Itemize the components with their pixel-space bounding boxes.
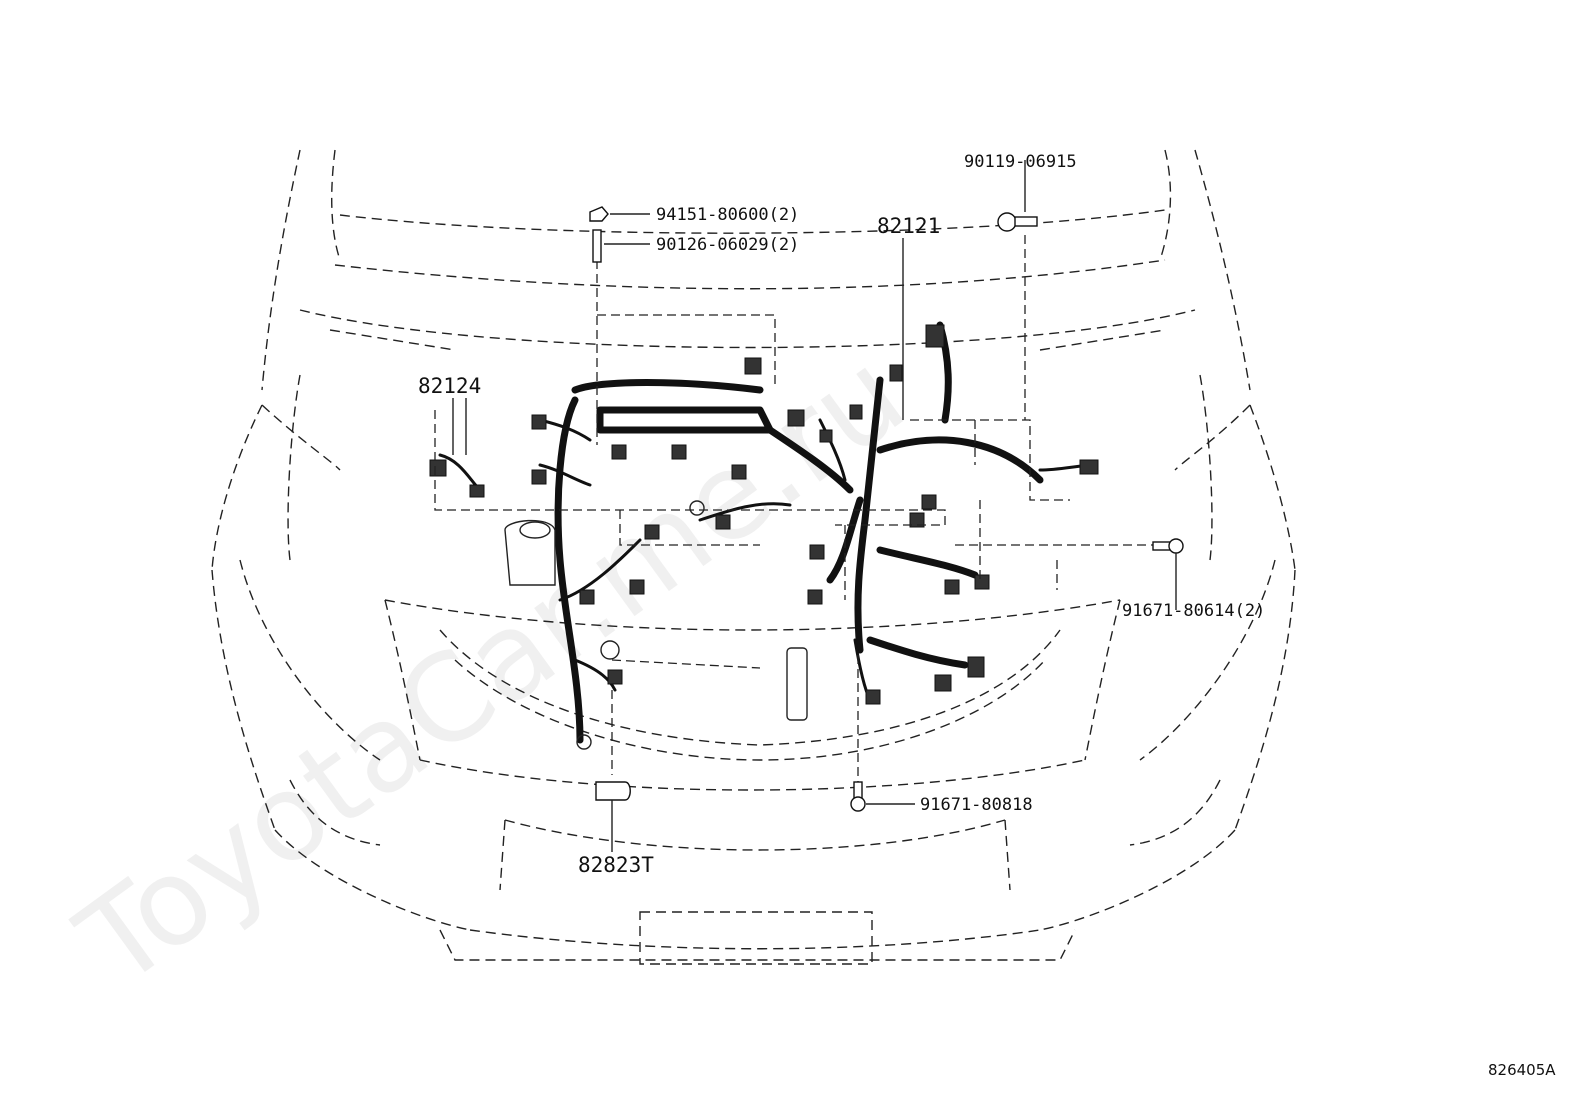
part-label-82121: 82121 <box>877 214 940 238</box>
drawing-code: 826405A <box>1488 1061 1556 1079</box>
part-label-90119-06915: 90119-06915 <box>964 152 1077 172</box>
fasteners <box>589 206 1184 812</box>
callout-lines <box>452 160 1177 852</box>
nut-icon <box>589 206 609 222</box>
part-label-94151-80600: 94151-80600(2) <box>656 205 799 225</box>
leader-lines <box>434 235 1155 795</box>
part-label-82124: 82124 <box>418 374 481 398</box>
part-label-90126-06029: 90126-06029(2) <box>656 235 799 255</box>
bolt-icon <box>1152 538 1184 554</box>
bolt-icon <box>997 212 1038 232</box>
watermark: ToyotaCar.me.ru <box>55 325 930 1014</box>
part-label-91671-80614: 91671-80614(2) <box>1122 601 1265 621</box>
clamp-icon <box>595 781 631 801</box>
engine-wire-harness <box>429 321 1099 750</box>
part-labels: 90119-06915 94151-80600(2) 90126-06029(2… <box>418 152 1265 877</box>
stud-icon <box>592 229 602 263</box>
part-label-82823T: 82823T <box>578 853 654 877</box>
car-body-outline <box>211 149 1296 965</box>
part-label-91671-80818: 91671-80818 <box>920 795 1033 815</box>
bolt-icon <box>850 781 866 812</box>
